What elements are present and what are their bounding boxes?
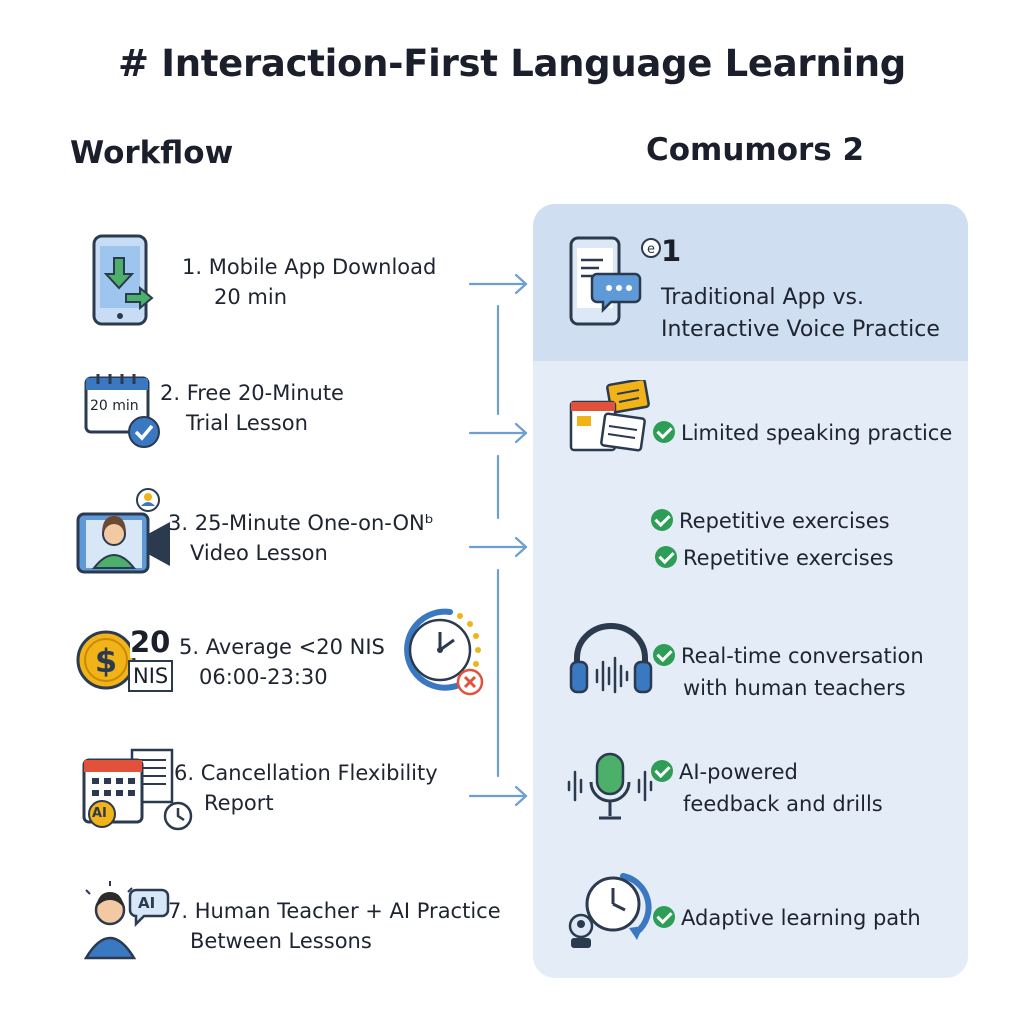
calendar-label: 20 min xyxy=(90,398,139,414)
phone-download-icon xyxy=(92,234,154,326)
connector-lines xyxy=(468,273,528,807)
step-6-detail: Report xyxy=(204,791,274,815)
step-2-detail: Trial Lesson xyxy=(186,411,308,435)
step-7-detail: Between Lessons xyxy=(190,929,372,953)
headphones-icon xyxy=(569,623,653,694)
arrow-2-icon xyxy=(468,422,528,444)
phone-chat-icon: e xyxy=(569,236,661,326)
workflow-heading: Workflow xyxy=(70,135,234,171)
comparison-item-4-label-line1: Real-time conversation xyxy=(681,644,924,668)
coin-dollar-icon: $ 20 NIS xyxy=(74,626,180,698)
calendar-report-icon: AI xyxy=(80,748,196,834)
comparison-item-5-label-line1: AI-powered xyxy=(679,760,798,784)
ai-bubble-label: AI xyxy=(138,894,156,912)
check-icon xyxy=(655,546,677,568)
comparison-number: 1 xyxy=(661,234,682,268)
comparison-subheading-line2: Interactive Voice Practice xyxy=(661,317,940,342)
comparison-item-6: Adaptive learning path xyxy=(653,902,921,934)
step-1-title: 1. Mobile App Download xyxy=(182,255,437,279)
arrow-3-icon xyxy=(468,536,528,558)
comparison-item-1: Limited speaking practice xyxy=(653,417,952,449)
check-icon xyxy=(651,509,673,531)
comparison-subheading-line1: Traditional App vs. xyxy=(661,285,864,310)
arrow-1-icon xyxy=(468,273,528,295)
comparison-item-5-label-line2: feedback and drills xyxy=(683,792,883,816)
video-call-icon xyxy=(76,488,170,574)
teacher-ai-icon: AI xyxy=(80,880,170,960)
check-icon xyxy=(653,644,675,666)
step-6-title: 6. Cancellation Flexibility xyxy=(174,761,438,785)
comparison-panel: e 1 Traditional App vs. Interactive Voic… xyxy=(533,204,968,978)
comparison-item-2: Repetitive exercises xyxy=(651,505,890,537)
comparison-item-6-label: Adaptive learning path xyxy=(681,906,921,930)
comparison-item-1-label: Limited speaking practice xyxy=(681,421,953,445)
comparison-item-4-label-line2: with human teachers xyxy=(683,676,906,700)
step-3-detail: Video Lesson xyxy=(190,541,328,565)
arrow-4-icon xyxy=(468,785,528,807)
page-title: # Interaction-First Language Learning xyxy=(118,42,906,85)
price-badge-currency: NIS xyxy=(128,660,174,692)
step-2-title: 2. Free 20-Minute xyxy=(160,381,344,405)
step-7-title: 7. Human Teacher + AI Practice xyxy=(168,899,501,923)
comparison-item-5: AI-powered feedback and drills xyxy=(651,756,883,820)
check-icon xyxy=(651,760,673,782)
svg-text:e: e xyxy=(647,242,655,257)
calendar-check-icon: 20 min xyxy=(84,372,164,450)
check-icon xyxy=(653,421,675,443)
price-badge-number: 20 xyxy=(130,625,171,659)
check-icon xyxy=(653,906,675,928)
cards-icon xyxy=(569,380,650,452)
microphone-icon xyxy=(567,752,653,820)
step-5-title: 5. Average <20 NIS xyxy=(179,635,385,659)
ai-coin-label: AI xyxy=(92,806,107,821)
svg-text:$: $ xyxy=(95,642,117,680)
step-3-title: 3. 25-Minute One-on-ONᵇ xyxy=(168,511,434,535)
step-5-detail: 06:00-23:30 xyxy=(199,665,328,689)
comparison-item-4: Real-time conversation with human teache… xyxy=(653,640,924,704)
adaptive-clock-icon xyxy=(568,873,652,948)
comparison-item-2-label: Repetitive exercises xyxy=(679,509,890,533)
clock-cancel-icon xyxy=(404,608,484,696)
comparison-heading: Comumors 2 xyxy=(646,132,865,168)
step-1-detail: 20 min xyxy=(214,285,287,309)
comparison-item-3: Repetitive exercises xyxy=(655,542,894,574)
comparison-item-3-label: Repetitive exercises xyxy=(683,546,894,570)
